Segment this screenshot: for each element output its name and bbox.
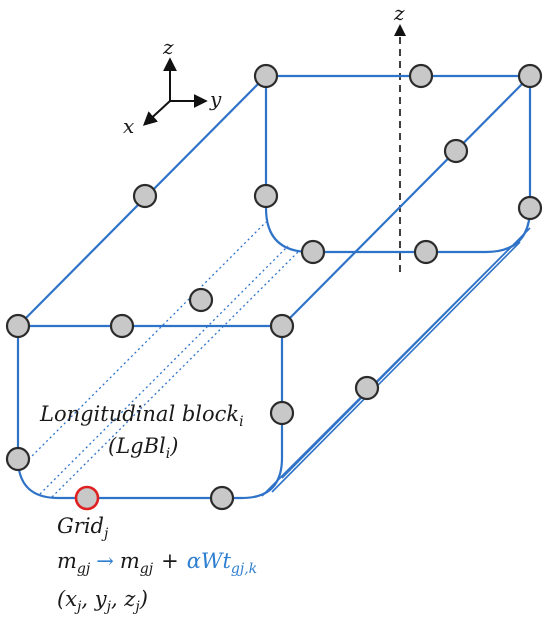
edge-bottom-right-b [271, 241, 521, 493]
edge-top-right [281, 75, 531, 327]
block-label-line1: Longitudinal blocki [39, 402, 244, 430]
highlighted-grid-node [74, 485, 100, 511]
grid-node [269, 313, 295, 339]
grid-node [354, 375, 380, 401]
grid-node [5, 446, 31, 472]
front-face [16, 324, 284, 500]
grid-node [188, 287, 214, 313]
x-axis-label: x [123, 114, 134, 138]
grid-node [109, 313, 135, 339]
grid-node [253, 183, 279, 209]
mass-update-equation: mgj→mgj+αWtgj,k [57, 549, 257, 577]
back-face [264, 74, 532, 254]
block-label-line2: (LgBli) [108, 434, 178, 462]
hidden-edge-bottom-b [51, 249, 301, 498]
grid-node [443, 138, 469, 164]
hidden-edge-left [17, 221, 267, 471]
coordinate-axes: z y x [123, 35, 222, 138]
grid-node [413, 239, 439, 265]
y-axis-label: y [209, 87, 222, 111]
grid-nodes [5, 63, 543, 511]
block-label: Longitudinal blocki (LgBli) [39, 402, 244, 462]
grid-coordinates: (xj, yj, zj) [57, 587, 148, 615]
grid-node [300, 239, 326, 265]
grid-node [408, 63, 434, 89]
hidden-edge-bottom-a [39, 245, 289, 495]
grid-node [517, 63, 543, 89]
grid-node [269, 400, 295, 426]
x-axis-arrow [142, 100, 171, 126]
grid-node [253, 63, 279, 89]
grid-label: Gridj [57, 514, 109, 542]
edge-bottom-right-c [261, 247, 511, 497]
center-axis: z [393, 1, 406, 272]
grid-annotation: Gridj mgj→mgj+αWtgj,k (xj, yj, zj) [57, 514, 257, 615]
center-axis-label: z [393, 1, 405, 25]
grid-node [209, 485, 235, 511]
grid-node [132, 183, 158, 209]
grid-node [5, 313, 31, 339]
grid-node [517, 195, 543, 221]
center-axis-arrowhead [394, 24, 406, 36]
z-axis-label: z [162, 35, 174, 59]
